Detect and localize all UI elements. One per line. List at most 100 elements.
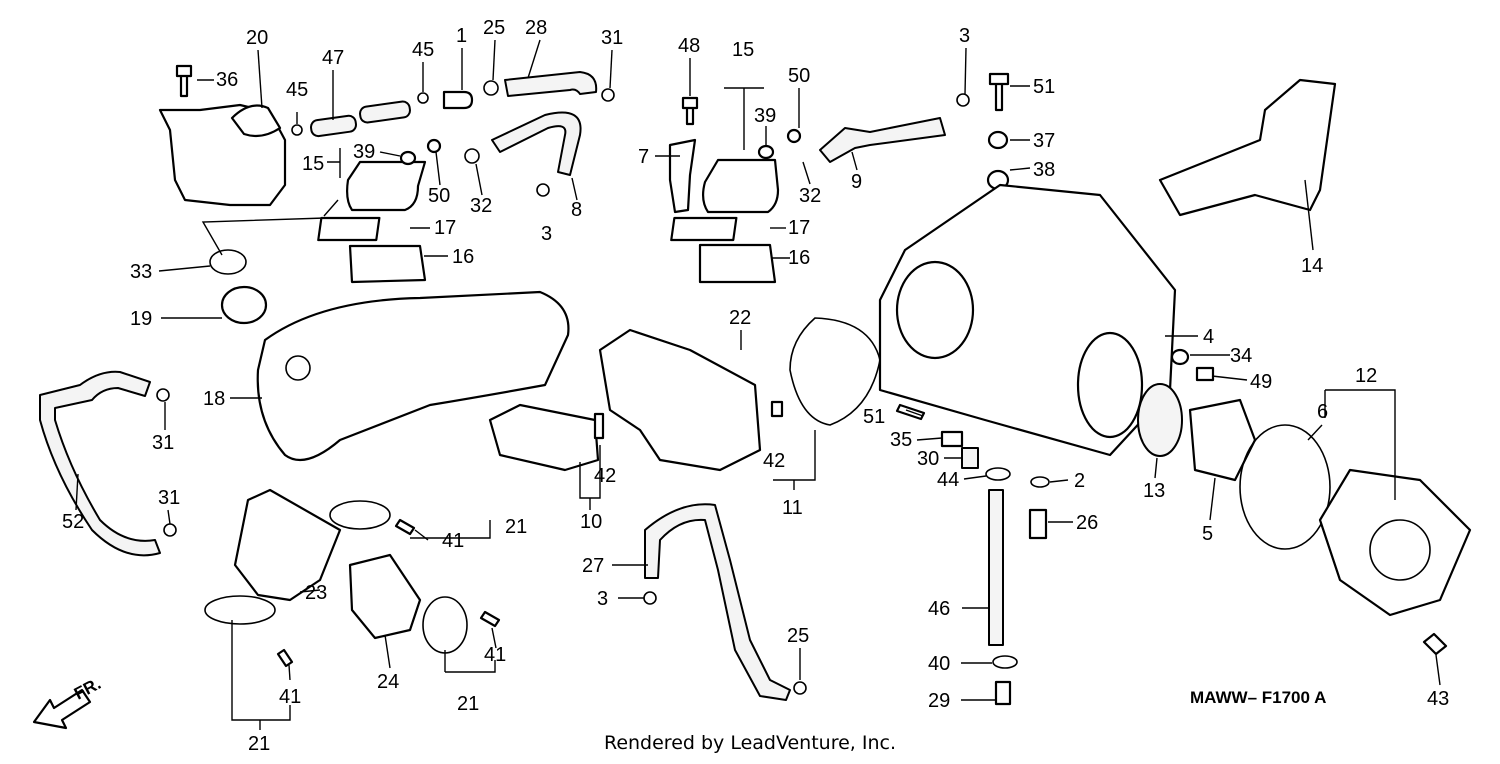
callout-10: 10 xyxy=(580,511,602,533)
callout-21: 21 xyxy=(505,516,527,538)
part-27-hose xyxy=(644,503,791,701)
callout-3: 3 xyxy=(541,223,552,245)
callout-3: 3 xyxy=(597,588,608,610)
callout-24: 24 xyxy=(377,671,399,693)
part-30-spring xyxy=(961,447,979,469)
callout-42: 42 xyxy=(594,465,616,487)
part-11-band xyxy=(789,317,881,426)
callout-41: 41 xyxy=(484,644,506,666)
callout-48: 48 xyxy=(678,35,700,57)
part-21-clamp-a xyxy=(204,595,276,625)
part-47-hose-b xyxy=(359,100,411,124)
part-26-plug xyxy=(1028,508,1048,540)
callout-43: 43 xyxy=(1427,688,1449,710)
part-40-clip xyxy=(992,655,1018,669)
callout-27: 27 xyxy=(582,555,604,577)
callout-36: 36 xyxy=(216,69,238,91)
callout-15: 15 xyxy=(732,39,754,61)
part-19-grommet xyxy=(220,285,268,325)
part-41-screw-a xyxy=(394,518,416,536)
part-14-duct xyxy=(1158,78,1337,217)
part-10-gasket xyxy=(488,403,600,472)
callout-28: 28 xyxy=(525,17,547,39)
part-2-clip xyxy=(1030,476,1050,488)
part-3-clip xyxy=(536,183,550,197)
part-41-screw-c xyxy=(276,648,294,668)
callout-11: 11 xyxy=(782,497,803,519)
callout-45: 45 xyxy=(286,79,308,101)
part-17-gasket-left xyxy=(317,216,381,242)
part-15-valve-left xyxy=(346,160,427,212)
callout-4: 4 xyxy=(1203,326,1214,348)
part-52-hose xyxy=(39,370,161,557)
part-50-screw-right xyxy=(786,128,802,144)
callout-51: 51 xyxy=(863,406,885,428)
part-21-clamp-b xyxy=(329,500,391,530)
callout-21: 21 xyxy=(457,693,479,715)
callout-25: 25 xyxy=(787,625,809,647)
front-direction-indicator: FR. xyxy=(32,674,104,730)
part-32-clip xyxy=(464,148,480,164)
front-arrow-icon xyxy=(32,688,92,730)
part-39-cap-left xyxy=(399,150,417,166)
callout-9: 9 xyxy=(851,171,862,193)
callout-7: 7 xyxy=(638,146,649,168)
part-16-case-right xyxy=(698,243,777,284)
part-13-screen xyxy=(1137,383,1183,457)
part-12-filter-center xyxy=(1369,519,1431,581)
part-15-valve-right xyxy=(701,158,780,214)
part-33-clamp xyxy=(209,249,247,275)
callout-14: 14 xyxy=(1301,255,1323,277)
part-17-gasket-right xyxy=(670,216,738,242)
callout-6: 6 xyxy=(1317,401,1328,423)
callout-31: 31 xyxy=(152,432,174,454)
callout-15: 15 xyxy=(302,153,324,175)
callout-numbers: 20 47 45 1 25 28 31 36 45 15 39 50 32 8 … xyxy=(62,17,1449,755)
part-3-clip-lower xyxy=(643,591,657,605)
callout-13: 13 xyxy=(1143,480,1165,502)
part-49-bolt xyxy=(1195,366,1215,382)
callout-31: 31 xyxy=(158,487,180,509)
part-12-filter xyxy=(1318,468,1472,617)
part-34-nut xyxy=(1170,348,1190,366)
part-22-joint xyxy=(598,328,762,472)
callout-19: 19 xyxy=(130,308,152,330)
part-31-clip-mid xyxy=(156,388,170,402)
part-4-case-port-b xyxy=(1076,331,1144,439)
callout-16: 16 xyxy=(788,247,810,269)
part-43-screw xyxy=(1422,632,1448,656)
part-42-screw-b xyxy=(770,400,784,418)
callout-45: 45 xyxy=(412,39,434,61)
footer-credit: Rendered by LeadVenture, Inc. xyxy=(603,732,897,754)
part-25-clip xyxy=(483,80,499,96)
callout-52: 52 xyxy=(62,511,84,533)
part-36-bolt xyxy=(175,64,193,98)
callout-21: 21 xyxy=(248,733,270,755)
callout-44: 44 xyxy=(937,469,959,491)
part-25-clip-lower xyxy=(793,681,807,695)
part-7-bracket xyxy=(668,138,697,214)
callout-50: 50 xyxy=(788,65,810,87)
callout-38: 38 xyxy=(1033,159,1055,181)
part-46-tube xyxy=(988,489,1004,646)
callout-1: 1 xyxy=(456,25,467,47)
callout-8: 8 xyxy=(571,199,582,221)
callout-33: 33 xyxy=(130,261,152,283)
callout-41: 41 xyxy=(279,686,301,708)
callout-22: 22 xyxy=(729,307,751,329)
callout-29: 29 xyxy=(928,690,950,712)
callout-40: 40 xyxy=(928,653,950,675)
callout-37: 37 xyxy=(1033,130,1055,152)
part-31-clip-top xyxy=(601,88,615,102)
callout-30: 30 xyxy=(917,448,939,470)
part-44-clip xyxy=(985,467,1011,481)
callout-46: 46 xyxy=(928,598,950,620)
figure-code: MAWW– F1700 A xyxy=(1190,688,1326,707)
part-3-clip-upper xyxy=(956,93,970,107)
part-48-bolt xyxy=(681,96,699,126)
callout-47: 47 xyxy=(322,47,344,69)
callout-39: 39 xyxy=(353,141,375,163)
part-35-pipe xyxy=(940,430,964,448)
callout-20: 20 xyxy=(246,27,268,49)
part-23-joint xyxy=(233,488,342,602)
